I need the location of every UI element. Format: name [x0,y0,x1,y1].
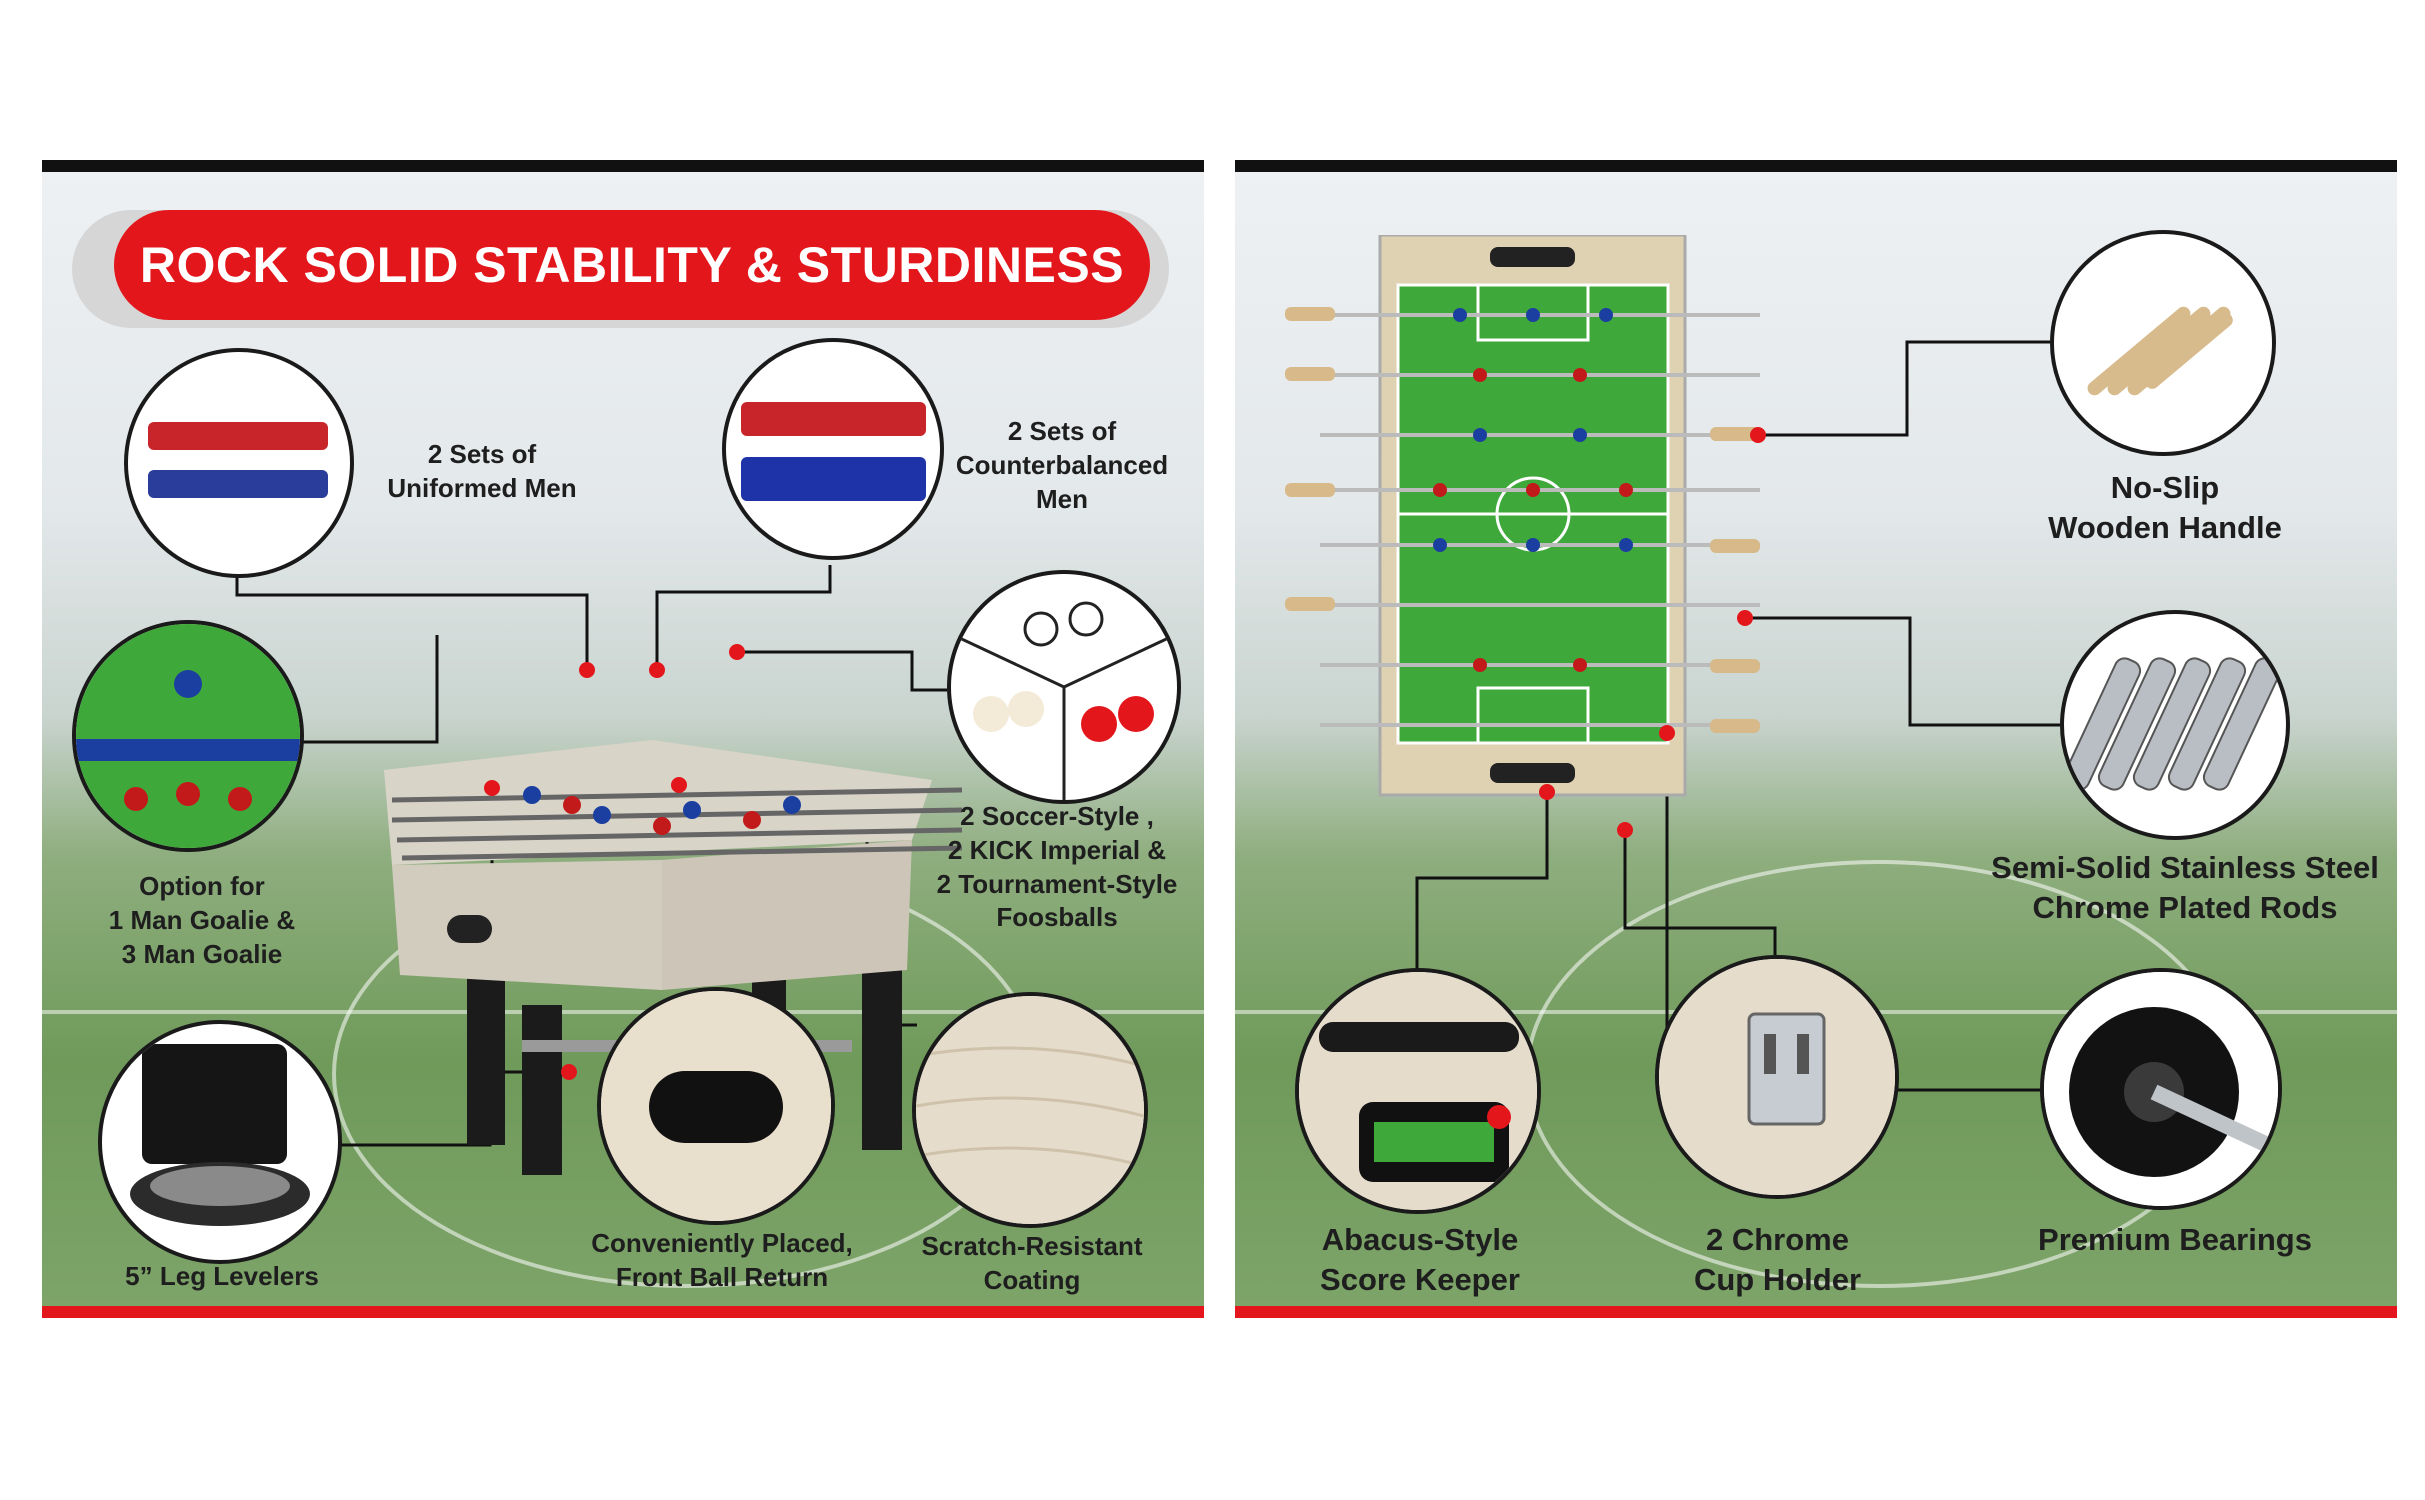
top-divider [42,160,1204,172]
marker-dot [671,777,687,793]
bearings-label: Premium Bearings [2038,1222,2312,1257]
marker-dot [1539,784,1555,800]
marker-dot [561,1064,577,1080]
banner-title: ROCK SOLID STABILITY & STURDINESS [114,210,1150,320]
foosball-table-image [384,740,963,1175]
cup-holder-label: 2 Chrome Cup Holder [1693,1222,1862,1298]
cup-holder-callout [1655,955,1899,1199]
score-keeper-label: Abacus-Style Score Keeper [1320,1222,1520,1298]
bearings-callout [2040,968,2282,1210]
foosballs-callout [947,570,1181,804]
score-keeper-callout [1295,968,1541,1214]
marker-dot [649,662,665,678]
counterbalanced-men-label: 2 Sets of Counterbalanced Men [955,416,1169,514]
leg-levelers-callout [98,1020,342,1264]
chrome-rods-callout [2060,610,2290,840]
ball-return-callout [597,987,835,1225]
pitch-line-decor [42,1010,1204,1014]
coating-callout [912,992,1148,1228]
top-divider [1235,160,2397,172]
leg-levelers-label: 5” Leg Levelers [125,1261,319,1291]
wooden-handle-label: No-Slip Wooden Handle [2048,470,2282,546]
counterbalanced-men-callout [722,338,944,560]
left-feature-panel: ROCK SOLID STABILITY & STURDINESS [42,160,1204,1318]
marker-dot [484,780,500,796]
wooden-handle-callout [2050,230,2276,456]
marker-dot [1737,610,1753,626]
goalie-option-callout [72,620,304,852]
goalie-option-label: Option for 1 Man Goalie & 3 Man Goalie [108,871,296,969]
ball-return-label: Conveniently Placed, Front Ball Return [591,1228,853,1292]
bottom-accent-bar [42,1306,1204,1318]
marker-dot [1659,725,1675,741]
coating-label: Scratch-Resistant Coating [921,1231,1143,1295]
foosball-table-topview [1285,235,1760,797]
marker-dot [1617,822,1633,838]
foosballs-label: 2 Soccer-Style , 2 KICK Imperial & 2 Tou… [936,801,1178,933]
marker-dot [1750,427,1766,443]
marker-dot [729,644,745,660]
right-feature-panel: No-Slip Wooden Handle Semi-Solid Stainle… [1235,160,2397,1318]
uniformed-men-label: 2 Sets of Uniformed Men [387,439,577,503]
uniformed-men-callout [124,348,354,578]
bottom-accent-bar [1235,1306,2397,1318]
marker-dot [579,662,595,678]
chrome-rods-label: Semi-Solid Stainless Steel Chrome Plated… [1991,850,2379,926]
